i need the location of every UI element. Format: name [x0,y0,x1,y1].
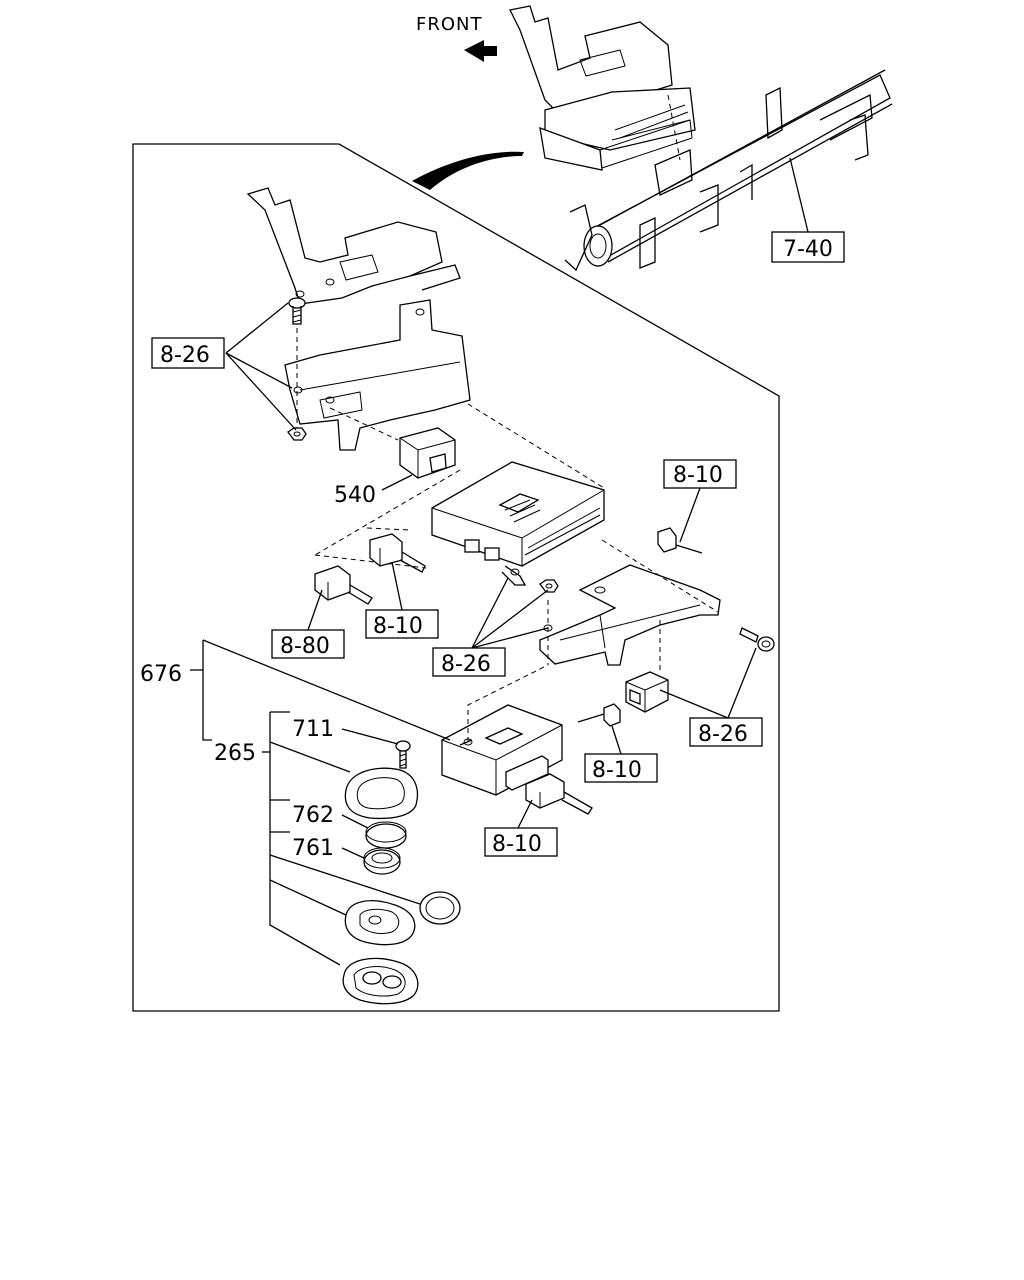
engine-control-unit [431,461,605,586]
callout-8-10-bottom: 8-10 [484,827,558,857]
callout-7-40: 7-40 [771,231,845,263]
svg-text:8-26: 8-26 [698,722,748,747]
screw-711 [395,740,411,769]
upper-nut [287,427,307,441]
bracket-265 [269,712,341,966]
svg-text:8-26: 8-26 [160,343,210,368]
callout-8-10-right: 8-10 [663,459,737,489]
sensor-module [625,671,669,713]
svg-text:8-10: 8-10 [373,614,423,639]
callout-711: 711 [292,717,334,742]
callout-761: 761 [292,836,334,861]
bracket-676 [202,640,212,741]
callout-8-80: 8-80 [271,629,345,659]
relay-540 [399,427,456,479]
middle-nut [539,579,559,593]
fob-rubber-pad [344,900,416,946]
svg-text:7-40: 7-40 [783,237,833,262]
svg-text:8-26: 8-26 [441,652,491,677]
upper-bracket-assembly [509,5,696,171]
connector-8-10-bottom [525,773,593,815]
fob-upper-case [344,767,419,820]
upper-bolt [288,297,306,325]
connector-8-10-right [657,527,703,554]
svg-text:8-10: 8-10 [673,463,723,488]
detail-frame [132,143,780,1012]
callout-676: 676 [140,662,182,687]
callout-540: 540 [334,483,376,508]
detail-leader-arrow-icon [412,151,524,190]
cross-member-beam [564,69,893,272]
fob-lower-case [342,957,419,1005]
callout-8-10-lower: 8-10 [584,753,658,783]
callout-8-26-middle: 8-26 [432,647,506,677]
front-arrow-icon [464,40,497,62]
svg-text:8-10: 8-10 [592,758,642,783]
callout-265: 265 [214,741,256,766]
front-label: FRONT [416,14,483,35]
o-ring [419,891,461,925]
svg-text:8-80: 8-80 [280,634,330,659]
connector-8-10-lower-plug [577,703,621,727]
ecu-mount-bracket [246,187,471,451]
holder-761 [363,847,401,875]
callout-8-26-lower: 8-26 [689,717,763,747]
callout-8-26-upper: 8-26 [151,337,225,369]
connector-8-80 [314,565,373,605]
callout-762: 762 [292,803,334,828]
connector-8-10-left [369,533,426,573]
battery-762 [365,821,407,849]
middle-bracket [539,564,721,666]
keyless-entry-module [441,704,563,796]
right-bolt [739,627,775,652]
callout-8-10-left: 8-10 [365,609,439,639]
svg-text:8-10: 8-10 [492,832,542,857]
